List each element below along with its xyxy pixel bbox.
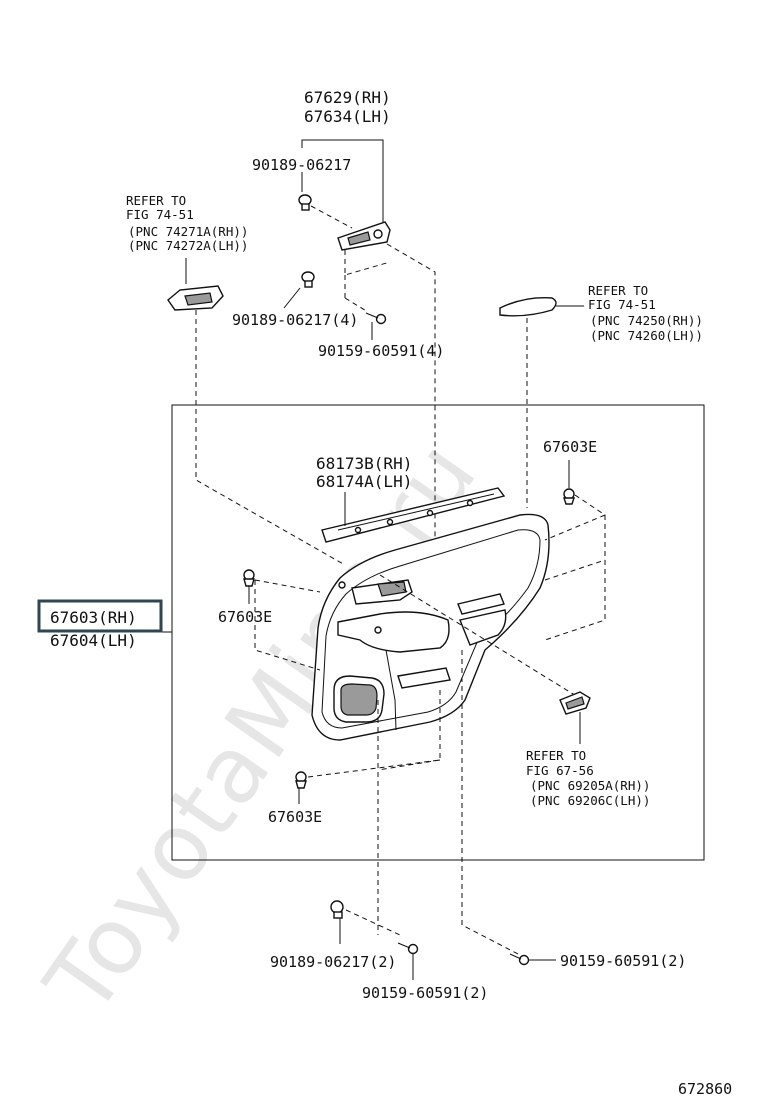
label-clip-e-bottom: 67603E [268, 808, 322, 826]
center-dash [379, 574, 579, 698]
diagram-number: 672860 [678, 1080, 732, 1098]
label-screw-top: 90159-60591(4) [318, 342, 444, 360]
right-cover-part [499, 297, 557, 317]
clip-mid-icon [301, 271, 315, 288]
label-refer-right-3: (PNC 74250(RH)) [590, 313, 703, 328]
label-top-bracket-lh: 67634(LH) [304, 107, 391, 126]
clip-mid-leader [283, 287, 301, 309]
label-refer-right-2: FIG 74-51 [588, 297, 656, 312]
lower-dash-box [299, 690, 441, 779]
screw-top-dash [344, 297, 369, 313]
top-bracket-dash-right [386, 243, 436, 620]
panel-highlight-box [37, 599, 163, 633]
screw-bottom-right-icon [509, 953, 530, 966]
screw-top-icon [365, 312, 387, 325]
label-refer-bottom-4: (PNC 69206C(LH)) [530, 793, 650, 808]
left-bezel-part [167, 285, 224, 311]
label-clip-top: 90189-06217 [252, 156, 351, 174]
label-top-bracket-rh: 67629(RH) [304, 88, 391, 107]
clip-e-right-icon [563, 488, 575, 505]
label-screw-bottom-right: 90159-60591(2) [560, 952, 686, 970]
label-clip-bottom: 90189-06217(2) [270, 953, 396, 971]
clip-bottom-icon [330, 900, 344, 919]
label-clip-mid: 90189-06217(4) [232, 311, 358, 329]
label-panel-rh: 67603(RH) [50, 608, 137, 627]
clip-e-left-icon [243, 569, 255, 587]
label-refer-left-4: (PNC 74272A(LH)) [128, 238, 248, 253]
label-clip-e-left: 67603E [218, 608, 272, 626]
panel-right-vertical [461, 650, 521, 956]
left-bezel-dash [195, 310, 346, 566]
handle-bezel-part [559, 691, 591, 715]
label-refer-bottom-2: FIG 67-56 [526, 763, 594, 778]
label-refer-right-1: REFER TO [588, 283, 648, 298]
label-clip-e-right: 67603E [543, 438, 597, 456]
clip-e-right-dash [544, 494, 606, 641]
label-refer-right-4: (PNC 74260(LH)) [590, 328, 703, 343]
label-refer-left-2: FIG 74-51 [126, 207, 194, 222]
label-weatherstrip-lh: 68174A(LH) [316, 472, 412, 491]
clip-top-dash [310, 205, 353, 229]
weatherstrip-part [321, 487, 506, 543]
clip-e-left-dash [254, 579, 321, 671]
label-screw-bottom-left: 90159-60591(2) [362, 984, 488, 1002]
door-trim-panel [311, 513, 550, 741]
clip-top-icon [298, 194, 312, 211]
screw-bottom-left-icon [397, 942, 419, 955]
clip-e-bottom-icon [295, 771, 307, 789]
top-bracket-part [337, 221, 391, 251]
assembly-frame [171, 404, 705, 861]
label-refer-left-1: REFER TO [126, 193, 186, 208]
top-bracket-dash-box [344, 250, 391, 298]
label-refer-bottom-1: REFER TO [526, 748, 586, 763]
label-refer-bottom-3: (PNC 69205A(RH)) [530, 778, 650, 793]
label-weatherstrip-rh: 68173B(RH) [316, 454, 412, 473]
top-bracket-leader [301, 139, 384, 228]
clip-bottom-dash [345, 909, 401, 936]
label-refer-left-3: (PNC 74271A(RH)) [128, 224, 248, 239]
label-panel-lh: 67604(LH) [50, 631, 137, 650]
